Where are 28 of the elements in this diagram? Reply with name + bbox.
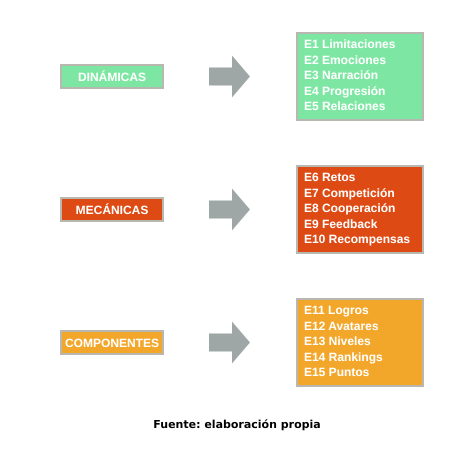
list-item: E11 Logros: [304, 303, 370, 319]
list-item: E13 Niveles: [304, 334, 372, 350]
list-item: E12 Avatares: [304, 318, 380, 334]
category-label: DINÁMICAS: [78, 70, 146, 84]
list-item: E7 Competición: [304, 186, 396, 202]
item-list-box: [296, 165, 424, 254]
list-item: E3 Narración: [304, 68, 380, 84]
item-list-box: [296, 298, 424, 387]
list-item: E4 Progresión: [304, 84, 386, 100]
category-label: COMPONENTES: [64, 336, 159, 350]
list-item: E14 Rankings: [304, 350, 384, 366]
list-item: E1 Limitaciones: [304, 37, 396, 53]
list-item: E5 Relaciones: [304, 99, 386, 115]
list-item: E2 Emociones: [304, 52, 388, 68]
category-label: MECÁNICAS: [76, 202, 148, 216]
list-item: E15 Puntos: [304, 365, 370, 381]
category-box: [60, 197, 164, 222]
list-item: E10 Recompensas: [304, 232, 412, 248]
category-box: [60, 330, 164, 355]
list-item: E6 Retos: [304, 170, 356, 186]
item-list-box: [296, 32, 424, 121]
block-arrow: [209, 56, 250, 98]
caption: Fuente: elaboración propia: [152, 418, 322, 431]
block-arrow: [209, 188, 250, 230]
list-item: E8 Cooperación: [304, 201, 396, 217]
block-arrow: [209, 322, 250, 364]
category-box: [60, 64, 164, 89]
list-item: E9 Feedback: [304, 216, 378, 232]
